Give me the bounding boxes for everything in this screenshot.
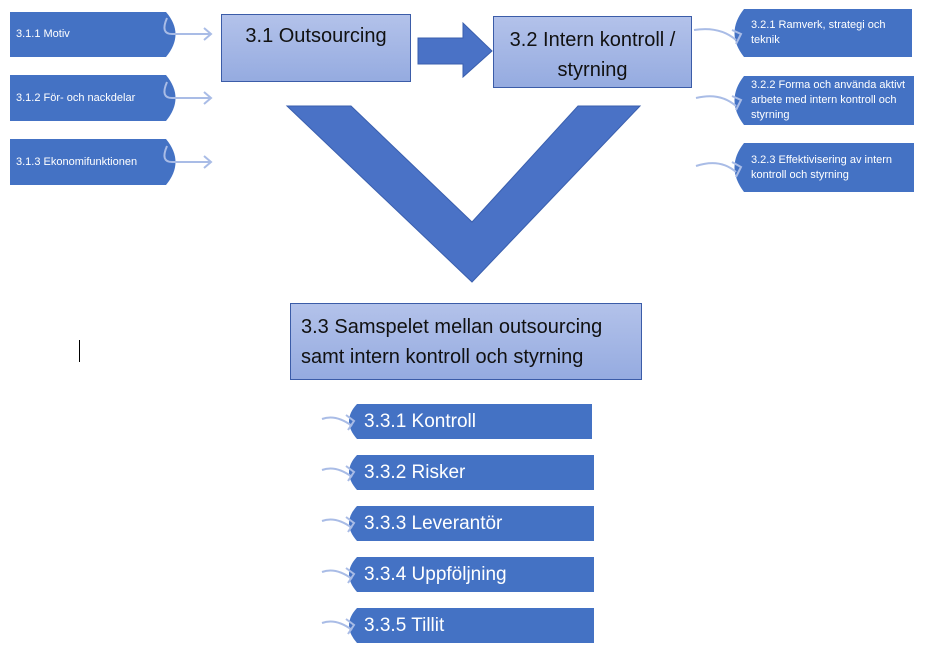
right-arrow-shape <box>417 21 493 79</box>
bottom-tag-3-3-2[interactable]: 3.3.2 Risker <box>364 455 590 490</box>
bottom-tag-3-shape <box>349 506 594 541</box>
right-tag-3-2-3[interactable]: 3.2.3 Effektivisering av intern kontroll… <box>751 143 911 192</box>
left-tag-3-1-3[interactable]: 3.1.3 Ekonomifunktionen <box>16 139 164 185</box>
bottom-tag-label: 3.3.1 Kontroll <box>364 410 476 432</box>
left-tag-3-1-2[interactable]: 3.1.2 För- och nackdelar <box>16 75 164 121</box>
node-3-3-label: 3.3 Samspelet mellan outsourcing samt in… <box>301 315 603 368</box>
left-tag-label: 3.1.1 Motiv <box>16 28 70 40</box>
bottom-tag-3-3-5[interactable]: 3.3.5 Tillit <box>364 608 590 643</box>
right-connectors <box>693 28 743 178</box>
right-tag-3-shape <box>734 143 914 192</box>
right-tag-1-shape <box>734 9 912 57</box>
right-tag-shapes <box>734 9 914 192</box>
right-tag-label: 3.2.2 Forma och använda aktivt arbete me… <box>751 79 906 121</box>
bottom-tag-4-shape <box>349 557 594 592</box>
node-3-1-label: 3.1 Outsourcing <box>245 25 387 47</box>
bottom-tag-3-3-3[interactable]: 3.3.3 Leverantör <box>364 506 590 541</box>
left-tag-shapes <box>10 12 176 185</box>
bottom-tag-label: 3.3.2 Risker <box>364 461 466 483</box>
left-tag-label: 3.1.2 För- och nackdelar <box>16 91 136 104</box>
node-3-1-outsourcing[interactable]: 3.1 Outsourcing <box>221 14 411 82</box>
left-tag-3-1-1[interactable]: 3.1.1 Motiv <box>16 12 164 57</box>
left-connectors <box>163 17 213 169</box>
node-3-2-label: 3.2 Intern kontroll / styrning <box>509 29 676 81</box>
left-tag-1-shape <box>10 12 176 57</box>
converge-arrow-shape <box>285 105 642 283</box>
right-tag-label: 3.2.3 Effektivisering av intern kontroll… <box>751 153 893 181</box>
bottom-tag-label: 3.3.4 Uppföljning <box>364 563 507 585</box>
bottom-tag-5-shape <box>349 608 594 643</box>
left-tag-label: 3.1.3 Ekonomifunktionen <box>16 155 138 168</box>
left-tag-2-shape <box>10 75 176 121</box>
bottom-tag-3-3-4[interactable]: 3.3.4 Uppföljning <box>364 557 590 592</box>
bottom-connectors <box>321 414 356 635</box>
right-tag-3-2-2[interactable]: 3.2.2 Forma och använda aktivt arbete me… <box>751 76 911 125</box>
bottom-tag-label: 3.3.3 Leverantör <box>364 512 503 534</box>
bottom-tag-shapes <box>349 404 594 643</box>
node-3-2-intern-kontroll[interactable]: 3.2 Intern kontroll / styrning <box>493 16 692 88</box>
bottom-tag-2-shape <box>349 455 594 490</box>
right-tag-3-2-1[interactable]: 3.2.1 Ramverk, strategi och teknik <box>751 9 909 57</box>
text-cursor <box>79 340 80 362</box>
right-tag-2-shape <box>734 76 914 125</box>
left-tag-3-shape <box>10 139 176 185</box>
bottom-tag-1-shape <box>349 404 592 439</box>
bottom-tag-label: 3.3.5 Tillit <box>364 614 445 636</box>
right-tag-label: 3.2.1 Ramverk, strategi och teknik <box>751 19 886 46</box>
bottom-tag-3-3-1[interactable]: 3.3.1 Kontroll <box>364 404 590 439</box>
node-3-3-samspelet[interactable]: 3.3 Samspelet mellan outsourcing samt in… <box>290 303 642 380</box>
